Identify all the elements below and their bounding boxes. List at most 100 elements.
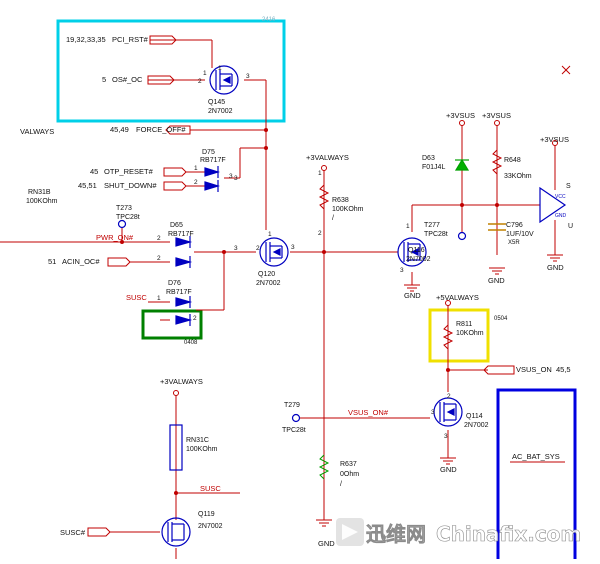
resistors [318, 149, 503, 480]
d75-val: RB717F [200, 157, 226, 164]
d63-ref: D63 [422, 155, 435, 162]
susc-net: SUSC [126, 293, 147, 302]
pin-label: 1 [203, 70, 207, 77]
r648-val: 33KOhm [504, 173, 532, 180]
u-pin-vcc: VCC [555, 194, 566, 200]
gnd-q114: GND [440, 465, 457, 474]
d65-val: RB717F [168, 231, 194, 238]
c796-dielectric: X5R [508, 240, 520, 246]
pin-label: 2 [447, 393, 451, 400]
diode-d76 [175, 296, 193, 326]
t273-val: TPC28t [116, 214, 140, 221]
vsus-on-pageref: 45,5 [556, 365, 571, 374]
pin-label: 2 [194, 179, 198, 186]
junctions [120, 128, 499, 495]
otp-reset-pageref: 45 [90, 167, 98, 176]
watermark-logo-icon [342, 524, 358, 540]
diode-d75 [204, 166, 221, 192]
force-off-pageref: 45,49 [110, 125, 129, 134]
pin-label: 3 [234, 245, 238, 252]
q120-ref: Q120 [258, 271, 275, 278]
d75-ref: D75 [202, 149, 215, 156]
susc-net-2: SUSC [200, 484, 221, 493]
gnd-q116: GND [404, 291, 421, 300]
t279-val: TPC28t [282, 427, 306, 434]
watermark-brand: 迅维网 [366, 522, 426, 546]
test-points [117, 219, 467, 423]
c796-ref: C796 [506, 222, 523, 229]
u-tail-fragment: U [568, 223, 573, 230]
pin-label: 3 [246, 73, 250, 80]
no-connect-marks [561, 65, 571, 75]
top-fragment: 2416 [262, 17, 276, 23]
c796-val: 1UF/10V [506, 231, 534, 238]
note-0408: 0408 [184, 340, 198, 346]
diode-d63 [454, 158, 470, 171]
r637-slash: / [340, 481, 342, 488]
t279-ref: T279 [284, 402, 300, 409]
pin-label: 1 [318, 170, 322, 177]
d76-val: RB717F [166, 289, 192, 296]
yellow-highlight-box [428, 308, 490, 363]
pwr-on-net: PWR_ON# [96, 233, 134, 242]
d65-ref: D65 [170, 222, 183, 229]
q114-val: 2N7002 [464, 422, 489, 429]
u-ref-fragment: S [566, 183, 571, 190]
rail-5valways: +5VALWAYS [436, 293, 479, 302]
pin-label: 2 [198, 78, 202, 85]
net-labels: 19,32,33,35 PCI_RST# 5 OS#_OC 45,49 FORC… [20, 35, 571, 537]
q116-val: 2N7002 [406, 256, 431, 263]
buffer-u [539, 186, 567, 224]
mosfet-q119 [161, 517, 191, 547]
t277-ref: T277 [424, 222, 440, 229]
acin-oc-net: ACIN_OC# [62, 257, 100, 266]
pin-label: 1 [406, 223, 410, 230]
watermark-site: Chinafix.com [436, 522, 581, 546]
q116-ref: Q116 [408, 247, 425, 254]
rail-3vsus-3: +3VSUS [540, 135, 569, 144]
otp-reset-net: OTP_RESET# [104, 167, 154, 176]
cyan-highlight-box [56, 19, 286, 123]
mosfet-q116 [397, 237, 427, 267]
q119-val: 2N7002 [198, 523, 223, 530]
pin-label: 3 [444, 433, 448, 440]
q120-val: 2N7002 [256, 280, 281, 287]
force-off-net: FORCE_OFF# [136, 125, 186, 134]
os-oc-net: OS#_OC [112, 75, 143, 84]
rn31c-val: 100KOhm [186, 446, 218, 453]
ac-bat-sys-net: AC_BAT_SYS [512, 452, 560, 461]
t273-ref: T273 [116, 205, 132, 212]
pin-label: 1 [268, 231, 272, 238]
pin-label: 3 [431, 409, 435, 416]
vsus-on-bar-net: VSUS_ON# [348, 408, 389, 417]
shut-down-net: SHUT_DOWN# [104, 181, 157, 190]
ground-symbols [316, 254, 563, 527]
diode-d65 [175, 236, 193, 268]
pci-rst-net: PCI_RST# [112, 35, 149, 44]
r811-val: 10KOhm [456, 330, 484, 337]
u-pin-gnd: GND [555, 213, 567, 219]
r648-ref: R648 [504, 157, 521, 164]
rn31b-val: 100KOhm [26, 198, 58, 205]
gnd-c796: GND [488, 276, 505, 285]
pin-label: 1 [157, 295, 161, 302]
rn31c-body [169, 424, 183, 471]
shut-down-pageref: 45,51 [78, 181, 97, 190]
r638-ref: R638 [332, 197, 349, 204]
pin-label: 2 [157, 255, 161, 262]
pin-label: 1 [194, 165, 198, 172]
pci-rst-pageref: 19,32,33,35 [66, 35, 106, 44]
t277-val: TPC28t [424, 231, 448, 238]
r811-ref: R811 [456, 321, 472, 328]
pin-label: 3 [234, 175, 238, 182]
mosfet-q114 [433, 397, 463, 427]
rn31c-ref: RN31C [186, 437, 209, 444]
capacitor-c796 [488, 223, 506, 231]
pin-numbers: 1 2 3 2 3 1 2 3 1 2 3 1 2 3 1 [157, 70, 410, 302]
pin-label: 2 [256, 245, 260, 252]
rn31b-ref: RN31B [28, 189, 51, 196]
blue-page-border [496, 388, 577, 559]
d76-ref: D76 [168, 280, 181, 287]
